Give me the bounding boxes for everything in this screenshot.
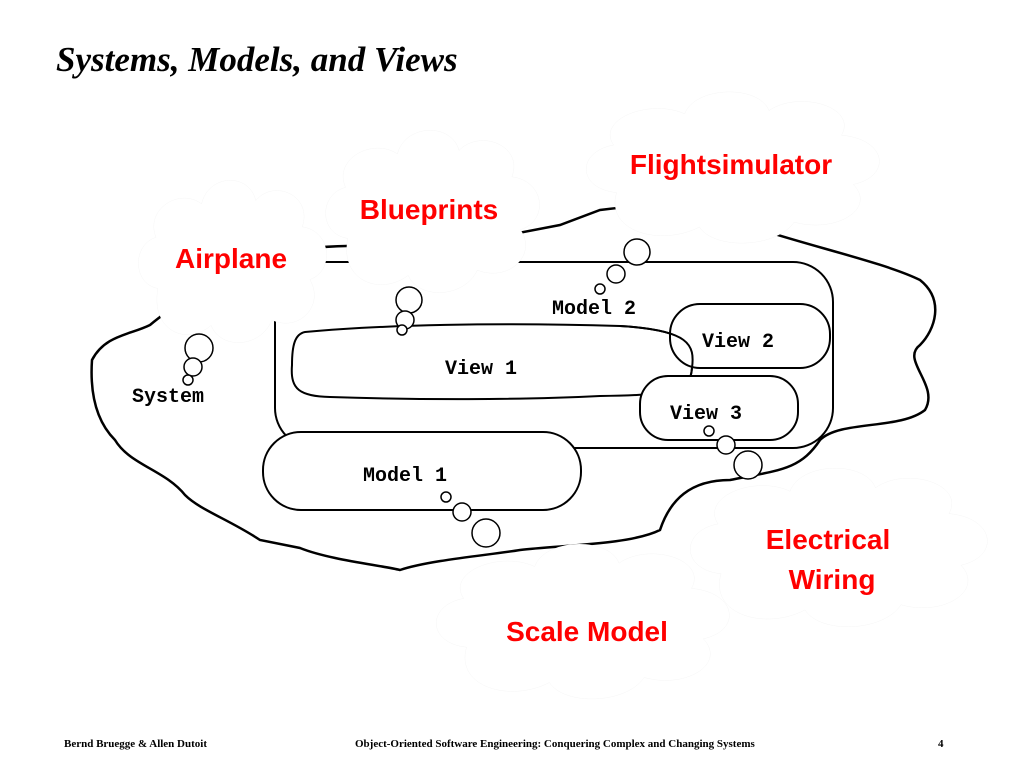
view-3-label: View 3 (670, 403, 742, 426)
electrical-label: Electrical (766, 524, 891, 555)
wiring-label: Wiring (789, 564, 876, 595)
flightsimulator-label: Flightsimulator (630, 149, 832, 180)
view-1-boundary (290, 323, 694, 401)
model-1-boundary (262, 431, 582, 511)
system-label: System (132, 386, 204, 409)
model-1-label: Model 1 (363, 465, 447, 488)
blueprints-label: Blueprints (360, 194, 498, 225)
footer-page-number: 4 (938, 738, 944, 750)
model-2-label: Model 2 (552, 298, 636, 321)
footer-course: Object-Oriented Software Engineering: Co… (355, 738, 755, 750)
thought-bubbles (182, 238, 763, 548)
view-1-label: View 1 (445, 358, 517, 381)
view-2-label: View 2 (702, 331, 774, 354)
footer-authors: Bernd Bruegge & Allen Dutoit (64, 738, 207, 750)
airplane-label: Airplane (175, 243, 287, 274)
systems-models-views-diagram: System Model 2 View 1 View 2 View 3 Mode… (90, 90, 990, 701)
scale-model-label: Scale Model (506, 616, 668, 647)
view-2-boundary (669, 303, 831, 369)
slide-title: Systems, Models, and Views (56, 40, 458, 79)
